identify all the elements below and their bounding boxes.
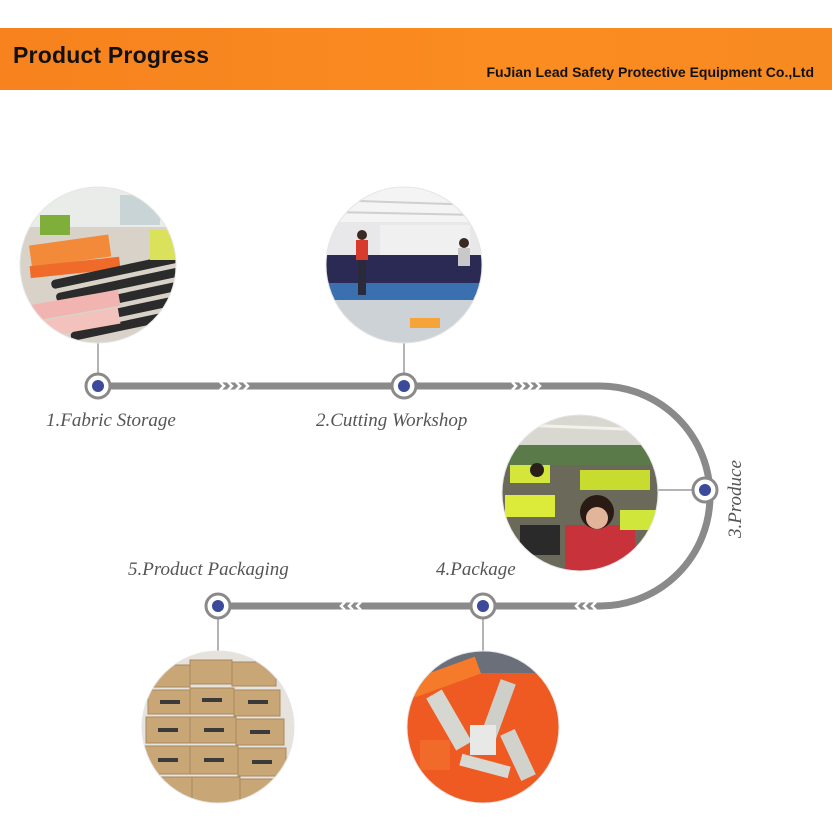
step-node-5 [204, 592, 232, 620]
fabric-rolls-photo [20, 187, 176, 343]
arrow-right-icon [219, 381, 250, 391]
sewing-workers-photo [502, 415, 658, 571]
step-label-package: 4.Package [436, 559, 516, 580]
cutting-workshop-photo [326, 187, 482, 343]
step-node-2 [390, 372, 418, 400]
step-node-3 [691, 476, 719, 504]
step-label-produce: 3.Produce [725, 460, 746, 538]
arrow-left-icon [339, 601, 362, 611]
step-label-cutting-workshop: 2.Cutting Workshop [316, 410, 468, 431]
step-label-fabric-storage: 1.Fabric Storage [46, 410, 176, 431]
arrow-right-icon [511, 381, 542, 391]
step-node-1 [84, 372, 112, 400]
company-name: FuJian Lead Safety Protective Equipment … [486, 64, 815, 80]
header-banner: Product Progress FuJian Lead Safety Prot… [0, 28, 832, 90]
arrow-left-icon [574, 601, 597, 611]
page-title: Product Progress [13, 42, 210, 68]
step-node-4 [469, 592, 497, 620]
cardboard-boxes-photo [142, 651, 294, 803]
orange-vests-photo [407, 651, 559, 803]
step-label-product-packaging: 5.Product Packaging [128, 559, 289, 580]
